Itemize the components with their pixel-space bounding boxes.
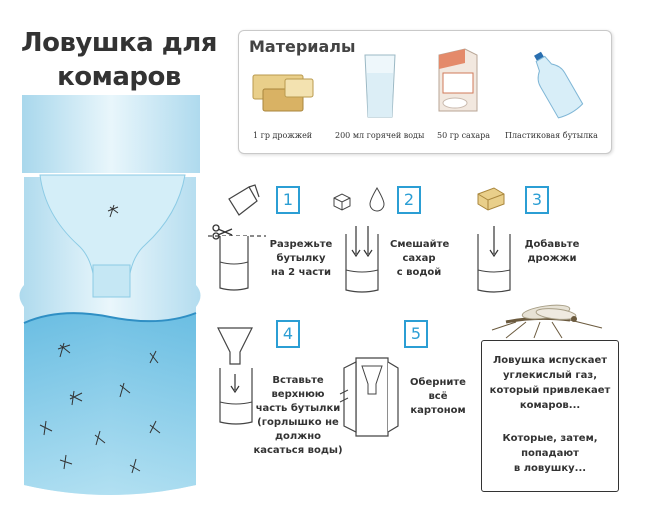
step-number-3: 3: [525, 186, 549, 214]
step-1-line: Разрежьте: [269, 239, 333, 250]
step-number-4: 4: [276, 320, 300, 348]
step-2-line: Смешайте: [390, 239, 450, 250]
step-4-line: (горлышко не: [257, 417, 339, 428]
material-label-sugar: 50 гр сахара: [437, 131, 490, 140]
step-3-text: Добавьте дрожжи: [522, 238, 582, 266]
step-1-text: Разрежьте бутылку на 2 части: [268, 238, 334, 280]
mosquito-icon: [491, 304, 603, 339]
explanation-text-1: Ловушка испускает углекислый газ, которы…: [482, 353, 618, 413]
step-5-line: всё: [428, 391, 448, 402]
explanation-line: который привлекает: [489, 385, 611, 396]
step-2-line: сахар: [402, 253, 436, 264]
mosquito-trap-illustration: [19, 95, 201, 495]
water-drop-icon: [369, 187, 385, 212]
step4-funnel-icon: [217, 327, 253, 425]
explanation-box: Ловушка испускает углекислый газ, которы…: [481, 340, 619, 492]
step-4-line: верхнюю: [271, 389, 325, 400]
step-2-line: с водой: [396, 267, 442, 278]
step-1-line: бутылку: [276, 253, 326, 264]
step-3-line: Добавьте: [524, 239, 580, 250]
yeast-icon: [252, 74, 314, 112]
sugar-cube-icon: [333, 193, 351, 211]
material-label-bottle: Пластиковая бутылка: [505, 131, 598, 140]
explanation-line: Которые, затем,: [502, 433, 598, 444]
step-4-line: часть бутылки: [255, 403, 341, 414]
materials-panel: Материалы 1 гр дрожжей 200 мл горячей во…: [238, 30, 612, 154]
explanation-line: в ловушку...: [513, 463, 587, 474]
plastic-bottle-icon: [534, 51, 584, 119]
material-label-water: 200 мл горячей воды: [335, 131, 425, 140]
sugar-box-icon: [438, 48, 478, 112]
step-1-line: на 2 части: [271, 267, 331, 278]
material-label-yeast: 1 гр дрожжей: [253, 131, 313, 140]
step-4-line: должно: [274, 431, 321, 442]
materials-heading: Материалы: [249, 37, 356, 56]
page-title: Ловушка для комаров: [14, 26, 224, 94]
step-5-line: картоном: [410, 405, 466, 416]
step-number-5: 5: [404, 320, 428, 348]
step5-cardboard-wrap-icon: [339, 357, 399, 437]
step-5-line: Оберните: [410, 377, 466, 388]
step-4-line: Вставьте: [272, 375, 324, 386]
title-line-1: Ловушка для: [21, 28, 217, 58]
step-2-text: Смешайте сахар с водой: [390, 238, 450, 280]
yeast-block-icon: [477, 187, 505, 211]
step1-cut-bottle-icon: [208, 235, 266, 291]
step-5-text: Оберните всё картоном: [406, 376, 470, 418]
explanation-text-2: Которые, затем, попадают в ловушку...: [482, 431, 618, 476]
explanation-line: комаров...: [519, 400, 581, 411]
step-4-text: Вставьте верхнюю часть бутылки (горлышко…: [252, 374, 344, 458]
step1-cut-top-icon: [228, 184, 260, 216]
explanation-line: попадают: [521, 448, 579, 459]
step3-bottle-icon: [477, 226, 511, 293]
step-3-line: дрожжи: [527, 253, 577, 264]
step-number-2: 2: [397, 186, 421, 214]
water-glass-icon: [364, 54, 396, 118]
step-number-1: 1: [276, 186, 300, 214]
explanation-line: Ловушка испускает: [492, 355, 608, 366]
scissors-icon: [212, 224, 233, 240]
explanation-line: углекислый газ,: [502, 370, 597, 381]
step-4-line: касаться воды): [253, 445, 343, 456]
step2-bottle-icon: [345, 226, 379, 293]
title-line-2: комаров: [57, 62, 181, 92]
